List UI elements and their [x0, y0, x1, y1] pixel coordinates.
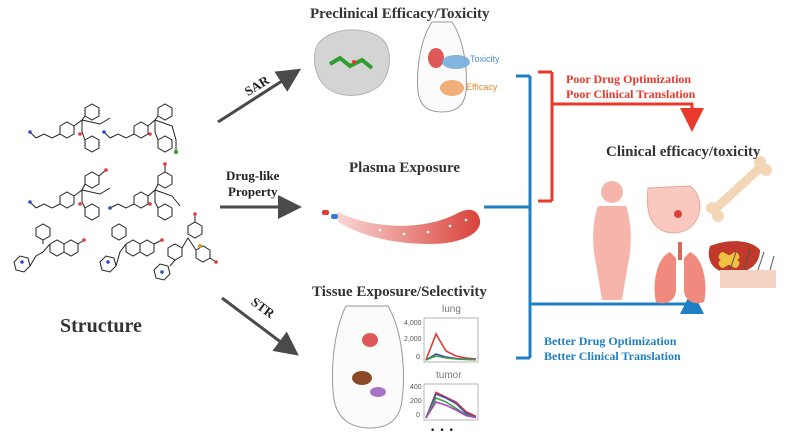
heteroatom-marks	[20, 130, 218, 274]
lung-series-0	[425, 332, 477, 361]
mouse-liver	[352, 371, 372, 385]
mouse-intestine	[370, 387, 386, 397]
skin-icon	[720, 249, 776, 288]
lung-plot-series	[425, 332, 477, 361]
efficacy-label: Efficacy	[466, 82, 498, 92]
lung-series-2	[425, 355, 477, 361]
tumor-ytick-1: 200	[410, 398, 422, 405]
molecule-6	[99, 223, 163, 273]
tumor-plot-title: tumor	[436, 370, 462, 381]
breast-icon	[646, 185, 701, 234]
tumor-series-3	[425, 401, 477, 419]
molecule-5	[13, 223, 85, 273]
bone-icon	[706, 156, 772, 222]
molecule-4	[109, 164, 181, 221]
human-silhouette	[593, 181, 631, 300]
molecule-3	[29, 169, 111, 221]
protein-ligand-image	[314, 29, 390, 96]
sar-arrow	[217, 68, 302, 124]
lung-ytick-0: 4,000	[404, 320, 422, 327]
tumor-ytick-0: 400	[410, 384, 422, 391]
lung-ytick-1: 2,000	[404, 336, 422, 343]
lung-plot-title: lung	[442, 304, 461, 315]
tumor-ytick-2: 0	[416, 412, 420, 419]
mouse-outline-bottom	[332, 305, 404, 429]
plasma-title: Plasma Exposure	[349, 160, 460, 176]
poor-line-1: Poor Drug Optimization	[566, 72, 692, 86]
chemical-structures	[13, 103, 217, 281]
preclinical-title: Preclinical Efficacy/Toxicity	[310, 6, 490, 22]
plasma-vessel-image	[322, 209, 481, 244]
drug-like-line-2: Property	[227, 184, 278, 199]
tissue-title: Tissue Exposure/Selectivity	[312, 284, 487, 300]
mouse-heart	[362, 333, 378, 347]
toxicity-blob	[442, 55, 470, 69]
drug-like-label: Drug-like Property	[226, 168, 279, 200]
better-line-1: Better Drug Optimization	[544, 334, 677, 348]
tumor-plot-series	[425, 391, 477, 419]
molecule-1	[29, 103, 111, 153]
lungs-icon	[654, 242, 706, 304]
lung-plot-frame	[423, 317, 479, 363]
red-bracket	[538, 70, 704, 203]
molecule-7	[153, 214, 217, 281]
drug-like-line-1: Drug-like	[226, 168, 280, 183]
ellipsis: · · ·	[430, 422, 455, 439]
efficacy-blob	[440, 80, 464, 96]
str-arrow	[221, 296, 299, 356]
structure-label: Structure	[60, 315, 142, 337]
poor-line-2: Poor Clinical Translation	[566, 87, 696, 101]
poor-outcome-label: Poor Drug Optimization Poor Clinical Tra…	[566, 72, 695, 102]
better-line-2: Better Clinical Translation	[544, 349, 681, 363]
tumor-series-1	[425, 392, 477, 419]
toxicity-label: Toxicity	[470, 54, 500, 64]
lung-ytick-2: 0	[416, 354, 420, 361]
organ-red	[428, 48, 444, 68]
clinical-title: Clinical efficacy/toxicity	[606, 144, 761, 160]
better-outcome-label: Better Drug Optimization Better Clinical…	[544, 334, 681, 364]
molecule-2	[103, 103, 177, 153]
mouse-outline-top	[417, 21, 470, 113]
